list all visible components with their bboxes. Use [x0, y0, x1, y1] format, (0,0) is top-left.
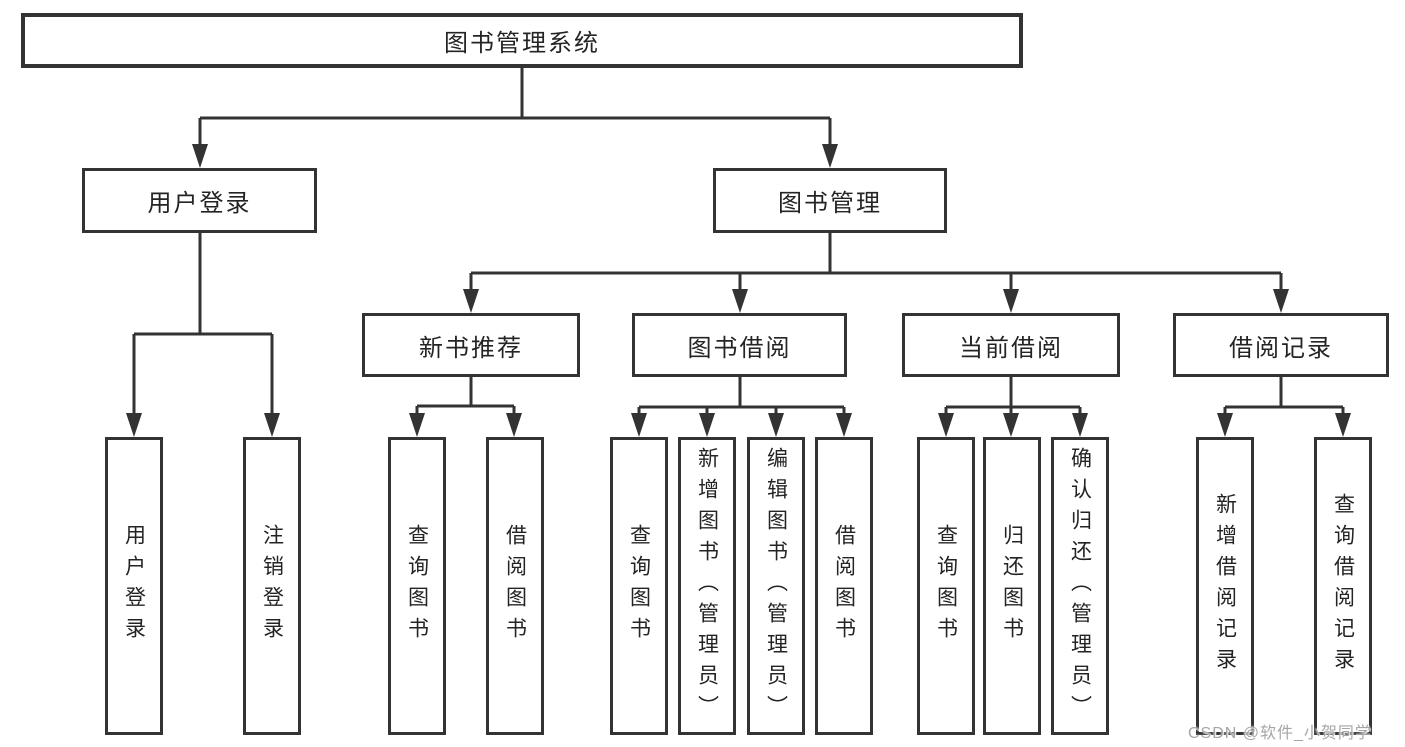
leaf-user-login: 用户登录	[105, 437, 163, 735]
edge-mgmt-to-level3	[463, 231, 1289, 313]
node-borrowing-records: 借阅记录	[1173, 313, 1389, 377]
leaf-logout: 注销登录	[243, 437, 301, 735]
edge-root-to-level2	[192, 64, 838, 168]
leaf-edit-book-admin: 编辑图书（管理员）	[747, 437, 805, 735]
node-user-login: 用户登录	[82, 168, 317, 233]
leaf-query-books-recommend: 查询图书	[388, 437, 446, 735]
node-new-book-recommend: 新书推荐	[362, 313, 580, 377]
leaf-borrow-books: 借阅图书	[815, 437, 873, 735]
leaf-add-borrow-record: 新增借阅记录	[1196, 437, 1254, 735]
edge-records-to-leaves	[1217, 375, 1351, 437]
leaf-return-books: 归还图书	[983, 437, 1041, 735]
node-book-management: 图书管理	[713, 168, 947, 233]
leaf-query-books-current: 查询图书	[917, 437, 975, 735]
edge-borrow-to-leaves	[631, 375, 852, 437]
edge-current-to-leaves	[938, 375, 1088, 437]
edge-login-to-leaves	[126, 231, 280, 437]
node-library-management-system: 图书管理系统	[21, 13, 1023, 68]
leaf-query-borrow-record: 查询借阅记录	[1314, 437, 1372, 735]
node-book-borrowing: 图书借阅	[632, 313, 847, 377]
leaf-add-book-admin: 新增图书（管理员）	[678, 437, 736, 735]
edge-rec-to-leaves	[409, 375, 522, 437]
leaf-borrow-books-recommend: 借阅图书	[486, 437, 544, 735]
node-current-borrowing: 当前借阅	[902, 313, 1120, 377]
leaf-confirm-return-admin: 确认归还（管理员）	[1051, 437, 1109, 735]
csdn-watermark: CSDN @软件_小贺同学	[1188, 725, 1372, 742]
leaf-query-books-borrow: 查询图书	[610, 437, 668, 735]
